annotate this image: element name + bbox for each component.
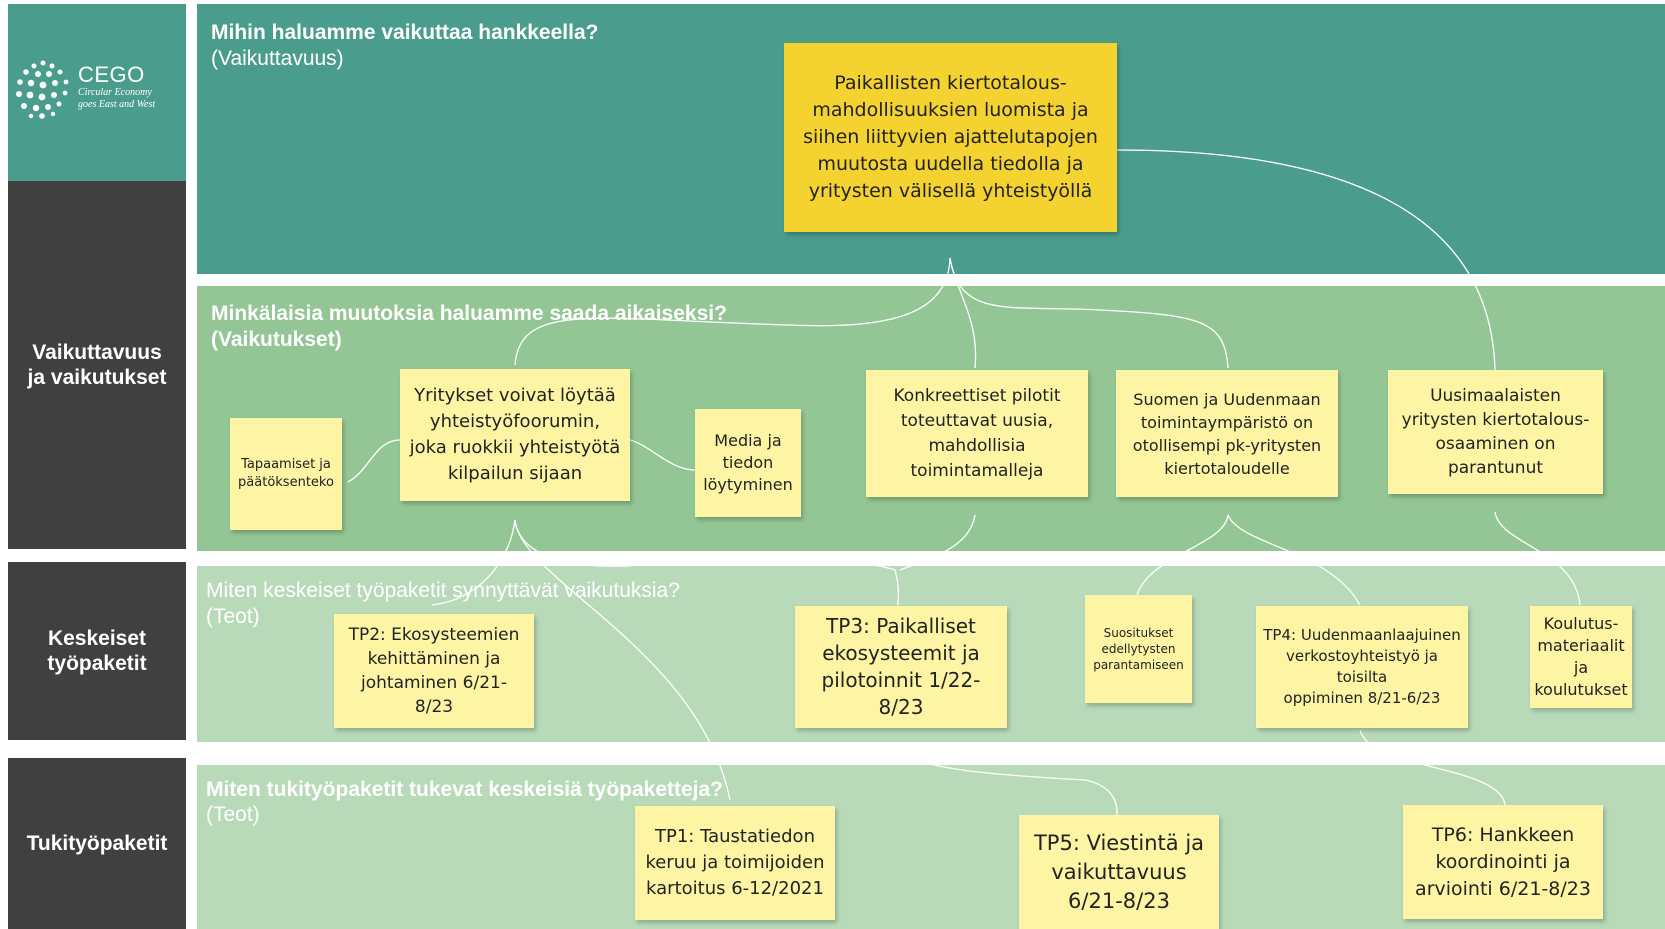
logo-panel: CEGO Circular Economy goes East and West xyxy=(8,4,186,181)
impact-note-competence: Uusimaalaisten yritysten kiertotalous- o… xyxy=(1388,370,1603,494)
sidebar-core-workpackages: Keskeiset työpaketit xyxy=(8,562,186,740)
band-core-title: Miten keskeiset työpaketit synnyttävät v… xyxy=(206,579,680,602)
band-effects-subtitle: (Vaikutukset) xyxy=(211,328,342,351)
band-support-title: Miten tukityöpaketit tukevat keskeisiä t… xyxy=(206,778,724,801)
goal-note: Paikallisten kiertotalous- mahdollisuuks… xyxy=(784,43,1117,232)
logo-name: CEGO xyxy=(78,62,145,87)
sidebar-impact: Vaikuttavuus ja vaikutukset xyxy=(8,181,186,549)
core-note-tp2: TP2: Ekosysteemien kehittäminen ja johta… xyxy=(334,614,534,728)
impact-note-environment: Suomen ja Uudenmaan toimintaympäristö on… xyxy=(1116,370,1338,497)
core-note-recommendations: Suositukset edellytysten parantamiseen xyxy=(1085,595,1192,703)
band-impact-title: Mihin haluamme vaikuttaa hankkeella? xyxy=(211,21,599,44)
band-core-subtitle: (Teot) xyxy=(206,605,260,628)
core-note-training: Koulutus- materiaalit ja koulutukset xyxy=(1530,606,1632,708)
impact-note-pilots: Konkreettiset pilotit toteuttavat uusia,… xyxy=(866,370,1088,497)
core-note-tp4: TP4: Uudenmaanlaajuinen verkostoyhteisty… xyxy=(1256,606,1468,728)
support-note-tp1: TP1: Taustatiedon keruu ja toimijoiden k… xyxy=(635,806,835,920)
support-note-tp5: TP5: Viestintä ja vaikuttavuus 6/21-8/23 xyxy=(1019,815,1219,929)
impact-note-media: Media ja tiedon löytyminen xyxy=(695,409,801,517)
band-support-subtitle: (Teot) xyxy=(206,803,260,826)
impact-note-meetings: Tapaamiset ja päätöksenteko xyxy=(230,418,342,530)
support-note-tp6: TP6: Hankkeen koordinointi ja arviointi … xyxy=(1403,805,1603,919)
sidebar-support-workpackages: Tukityöpaketit xyxy=(8,758,186,929)
impact-note-cooperation-forum: Yritykset voivat löytää yhteistyöfoorumi… xyxy=(400,369,630,501)
logo-tagline-2: goes East and West xyxy=(78,99,156,110)
logo-tagline-1: Circular Economy xyxy=(78,87,152,98)
band-impact-subtitle: (Vaikuttavuus) xyxy=(211,47,344,70)
cego-logo-icon xyxy=(16,60,69,119)
band-effects-title: Minkälaisia muutoksia haluamme saada aik… xyxy=(211,302,727,325)
core-note-tp3: TP3: Paikalliset ekosysteemit ja pilotoi… xyxy=(795,606,1007,728)
